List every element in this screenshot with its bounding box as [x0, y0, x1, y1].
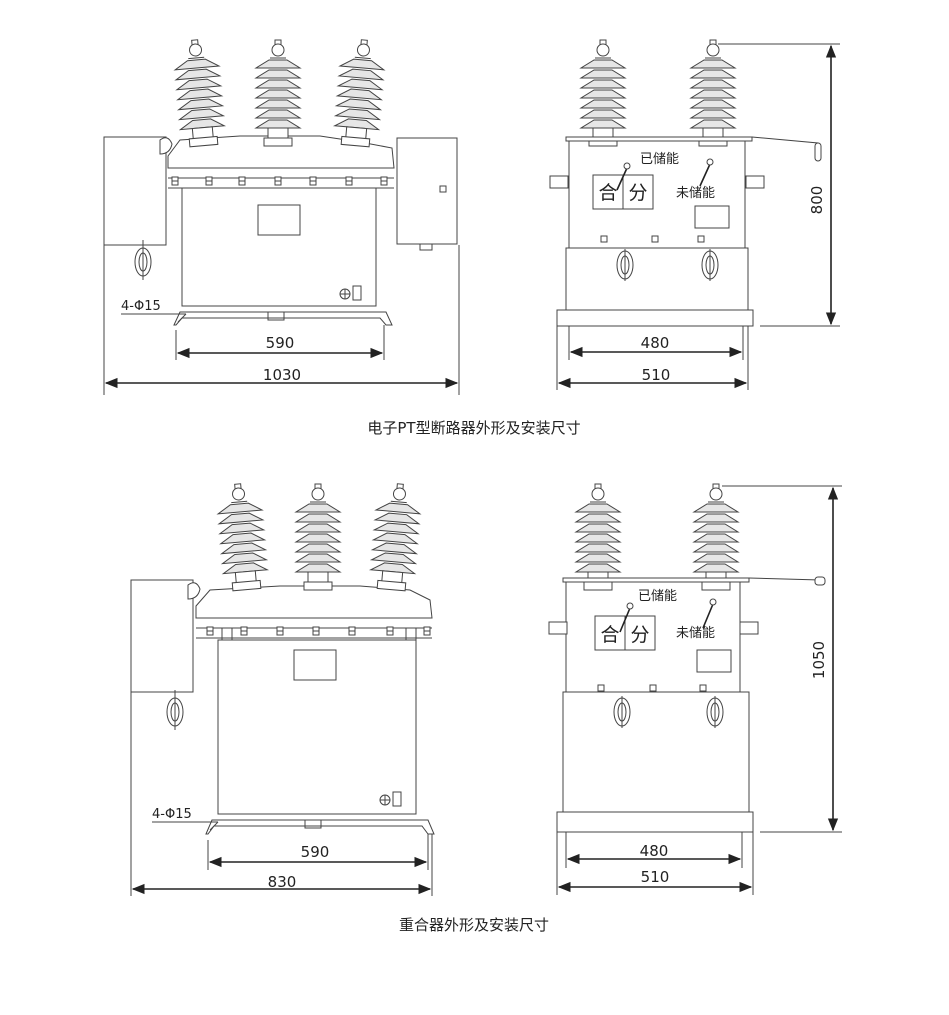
- dim-inner-width: 590: [266, 334, 295, 352]
- left-control-box: [130, 579, 194, 693]
- nameplate: [257, 204, 301, 236]
- open-button[interactable]: [622, 174, 654, 210]
- close-button-label: 合: [600, 624, 619, 646]
- fig1-front-view: 4-Φ15 590 1030: [103, 37, 460, 395]
- side-base: [556, 811, 754, 833]
- right-control-box: [396, 137, 458, 245]
- indicator-window: [694, 205, 730, 229]
- left-control-box: [103, 136, 167, 246]
- dim-height: 1050: [810, 641, 828, 679]
- hole-note: 4-Φ15: [121, 299, 161, 314]
- indicator-window: [696, 649, 732, 673]
- mounting-base: [205, 819, 435, 835]
- close-button[interactable]: [592, 174, 624, 210]
- dim-side-inner: 480: [640, 842, 669, 860]
- fig2-front-view: 4-Φ15 590 830: [130, 481, 435, 896]
- dim-side-overall: 510: [641, 868, 670, 886]
- nameplate: [293, 649, 337, 681]
- main-tank: [217, 639, 417, 815]
- open-button-label: 分: [628, 182, 647, 204]
- hole-note: 4-Φ15: [152, 807, 192, 822]
- dim-side-overall: 510: [642, 366, 671, 384]
- dim-side-inner: 480: [641, 334, 670, 352]
- close-button-label: 合: [598, 182, 617, 204]
- figure1-caption: 电子PT型断路器外形及安装尺寸: [367, 419, 580, 437]
- dim-height: 800: [808, 186, 826, 215]
- fig2-side-view: 已储能 未储能 合 分 480 510 1050: [548, 483, 842, 895]
- dim-inner-width: 590: [301, 843, 330, 861]
- main-tank: [181, 187, 377, 307]
- mounting-base: [173, 311, 393, 326]
- side-base: [556, 309, 754, 327]
- top-cover: [195, 585, 433, 619]
- side-tank: [565, 247, 749, 311]
- figure2-caption: 重合器外形及安装尺寸: [399, 916, 549, 934]
- stored-label: 已储能: [640, 152, 679, 167]
- dim-overall-width: 1030: [263, 366, 301, 384]
- stored-label: 已储能: [638, 589, 677, 604]
- dim-overall-width: 830: [268, 873, 297, 891]
- unstored-label: 未储能: [676, 186, 715, 201]
- open-button-label: 分: [630, 624, 649, 646]
- close-button[interactable]: [594, 615, 626, 651]
- unstored-label: 未储能: [676, 626, 715, 641]
- open-button[interactable]: [624, 615, 656, 651]
- fig1-side-view: 已储能 未储能 合 分 480 510 800: [549, 39, 840, 390]
